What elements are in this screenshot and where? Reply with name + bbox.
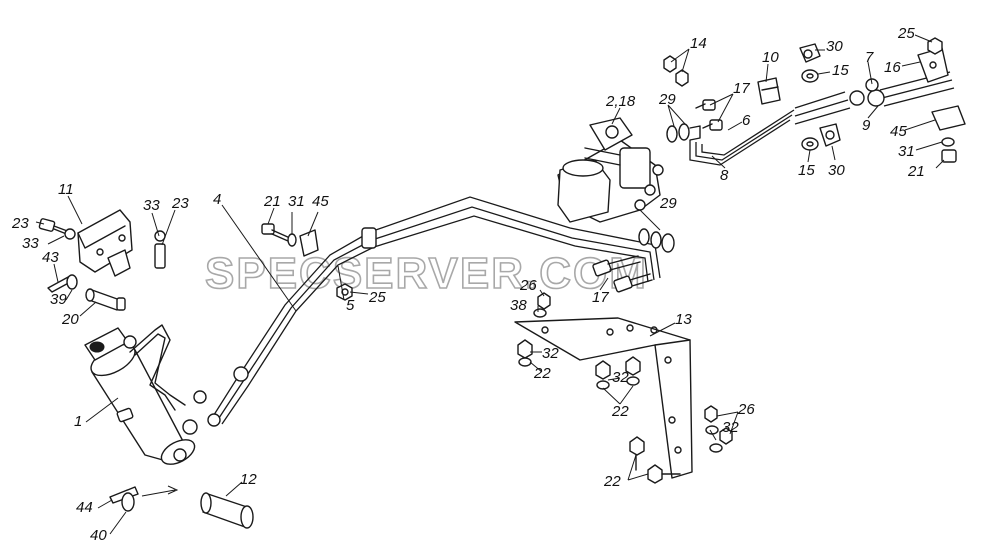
callout-45-mid: 45	[312, 193, 329, 210]
clamp-30-bottom	[819, 123, 841, 147]
callout-21-right: 21	[907, 163, 925, 180]
washer-40	[121, 492, 135, 512]
tube-fitting-left	[207, 413, 221, 427]
bracket-11	[77, 209, 133, 277]
fitting-29-bottom	[638, 228, 675, 253]
callout-38: 38	[510, 297, 527, 314]
callout-12: 12	[240, 471, 257, 488]
callout-7: 7	[865, 49, 874, 66]
callout-29-top: 29	[658, 91, 676, 108]
bushing-15-bottom	[801, 137, 819, 151]
clip-45-right	[931, 105, 966, 131]
callout-labels: 14 2,18 29 17 10 30 15 7 25 16 6 9 45 8 …	[11, 25, 925, 544]
callout-17-top: 17	[733, 80, 750, 97]
bracket-13	[514, 317, 693, 479]
bolt-14	[663, 55, 689, 87]
callout-21-mid: 21	[263, 193, 281, 210]
callout-20: 20	[61, 311, 79, 328]
callout-17-bottom: 17	[592, 289, 609, 306]
callout-11: 11	[58, 181, 74, 198]
callout-23-right: 23	[171, 195, 189, 212]
callout-29-bottom: 29	[659, 195, 677, 212]
bolt-17-bottom	[592, 255, 653, 293]
nut-25-mid	[336, 283, 353, 301]
arrow-indicator	[141, 485, 179, 497]
bolt-23-right	[154, 230, 166, 269]
callout-33-left: 33	[22, 235, 39, 252]
fitting-29-top	[666, 123, 701, 143]
callout-9: 9	[862, 117, 871, 134]
washer-31-right	[941, 137, 955, 147]
bolt-23-left	[38, 218, 76, 240]
callout-30-bottom: 30	[828, 162, 845, 179]
tube-fitting-mid	[233, 366, 249, 382]
tube-joint	[361, 227, 377, 249]
callout-40: 40	[90, 527, 107, 544]
callout-32-mid: 32	[612, 369, 629, 386]
brake-tubes	[207, 196, 661, 427]
valve-unit-2-18	[557, 117, 664, 223]
callout-32-right: 32	[722, 419, 739, 436]
clamp-30-top	[799, 43, 821, 63]
callout-32-left: 32	[542, 345, 559, 362]
washer-31-mid	[287, 233, 297, 247]
pin-12	[200, 492, 254, 529]
callout-8: 8	[720, 167, 729, 184]
nuts-26-right	[704, 405, 733, 453]
bushing-15-top	[801, 69, 819, 83]
callout-39: 39	[50, 291, 67, 308]
callout-10: 10	[762, 49, 779, 66]
callout-6: 6	[742, 112, 751, 129]
callout-25-mid: 25	[368, 289, 386, 306]
callout-13: 13	[675, 311, 692, 328]
clip-10	[757, 77, 781, 105]
bolt-22-pair	[595, 356, 641, 390]
callout-25-top: 25	[897, 25, 915, 42]
bolt-22-bottom	[629, 436, 681, 484]
bolt-22-left	[517, 339, 533, 367]
leader-lines	[35, 34, 945, 535]
callout-23-left: 23	[11, 215, 29, 232]
callout-14: 14	[690, 35, 707, 52]
cylinder-1	[84, 324, 207, 465]
bolt-20	[85, 288, 126, 311]
bolt-17-top	[695, 99, 723, 131]
callout-4: 4	[213, 191, 221, 208]
nut-25-top	[927, 37, 943, 55]
callout-31-right: 31	[898, 143, 915, 160]
callout-31-mid: 31	[288, 193, 305, 210]
callout-15-bottom: 15	[798, 162, 815, 179]
callout-26-right: 26	[737, 401, 755, 418]
tubes-right	[689, 71, 955, 166]
watermark-text: SPECSERVER.COM	[205, 249, 648, 298]
callout-44: 44	[76, 499, 93, 516]
callout-26-mid: 26	[519, 277, 537, 294]
callout-45-right: 45	[890, 123, 907, 140]
callout-5: 5	[346, 297, 355, 314]
pin-44	[109, 486, 139, 504]
callout-1: 1	[74, 413, 82, 430]
washer-38	[533, 308, 547, 318]
washer-39	[66, 274, 78, 290]
callout-22-mid: 22	[611, 403, 629, 420]
callout-30-top: 30	[826, 38, 843, 55]
callout-15-top: 15	[832, 62, 849, 79]
callout-22-left: 22	[533, 365, 551, 382]
bolt-21-right	[941, 149, 957, 163]
bolt-21-mid	[261, 223, 291, 242]
nut-26-mid	[537, 292, 551, 310]
callout-33-right: 33	[143, 197, 160, 214]
callout-16: 16	[884, 59, 901, 76]
callout-2-18: 2,18	[605, 93, 636, 110]
callout-43: 43	[42, 249, 59, 266]
callout-22-bottom: 22	[603, 473, 621, 490]
